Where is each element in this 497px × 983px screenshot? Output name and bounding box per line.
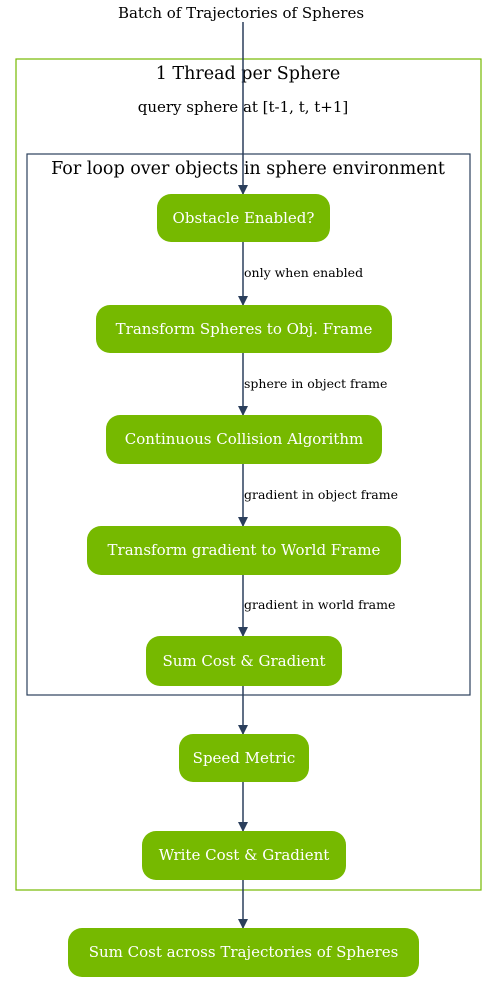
node-transform-spheres: Transform Spheres to Obj. Frame: [96, 305, 392, 353]
outer-cluster-box: [15, 58, 482, 891]
node-obstacle-enabled-label: Obstacle Enabled?: [173, 209, 315, 227]
input-label: Batch of Trajectories of Spheres: [118, 4, 364, 22]
node-collision-algorithm: Continuous Collision Algorithm: [106, 415, 382, 464]
outer-cluster-title: 1 Thread per Sphere: [156, 64, 341, 84]
node-sum-cost-gradient-label: Sum Cost & Gradient: [162, 652, 325, 670]
edge-label-gradient-in-object-frame: gradient in object frame: [244, 487, 398, 502]
edge-label-gradient-in-world-frame: gradient in world frame: [244, 597, 395, 612]
node-speed-metric-label: Speed Metric: [193, 749, 296, 767]
node-write-cost-gradient-label: Write Cost & Gradient: [159, 846, 330, 864]
edge-label-sphere-in-object-frame: sphere in object frame: [244, 376, 387, 391]
node-collision-algorithm-label: Continuous Collision Algorithm: [125, 430, 363, 448]
node-write-cost-gradient: Write Cost & Gradient: [142, 831, 346, 880]
edge-label-only-when-enabled: only when enabled: [244, 265, 363, 280]
node-transform-gradient-label: Transform gradient to World Frame: [108, 541, 381, 559]
inner-cluster-box: [26, 153, 471, 696]
node-sum-cost-gradient: Sum Cost & Gradient: [146, 636, 342, 686]
node-obstacle-enabled: Obstacle Enabled?: [157, 194, 330, 242]
node-speed-metric: Speed Metric: [179, 734, 309, 782]
node-transform-spheres-label: Transform Spheres to Obj. Frame: [116, 320, 373, 338]
inner-cluster-title: For loop over objects in sphere environm…: [51, 159, 445, 179]
node-sum-across-trajectories-label: Sum Cost across Trajectories of Spheres: [89, 943, 399, 961]
node-transform-gradient: Transform gradient to World Frame: [87, 526, 401, 575]
node-sum-across-trajectories: Sum Cost across Trajectories of Spheres: [68, 928, 419, 977]
